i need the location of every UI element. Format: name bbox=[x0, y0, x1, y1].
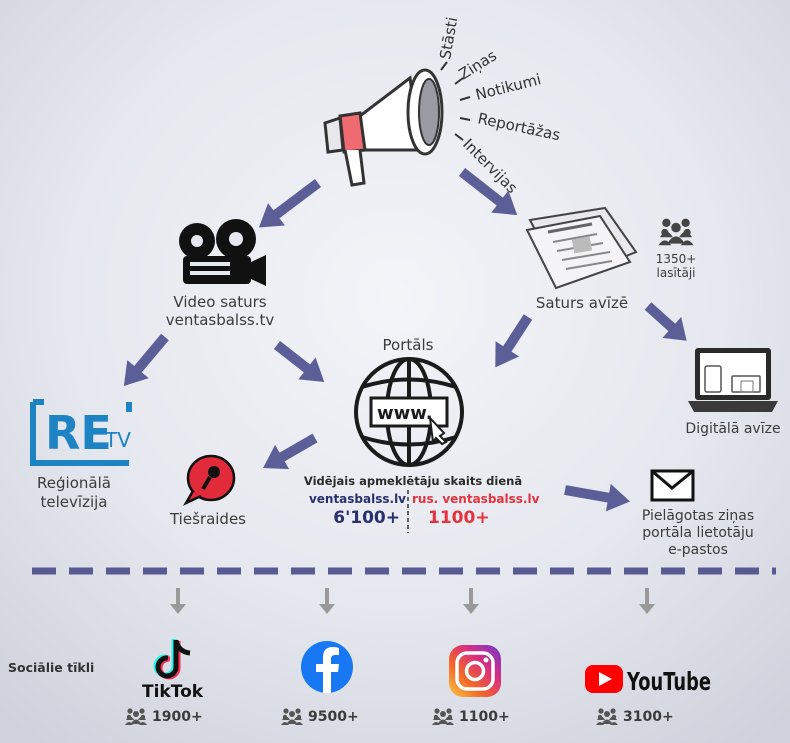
regional-tv-logo-text: RE bbox=[45, 406, 112, 460]
video-label-line1: Video saturs bbox=[173, 293, 267, 311]
readers-count: 1350+ bbox=[655, 252, 697, 266]
email-line1: Pielāgotas ziņas bbox=[641, 508, 755, 524]
instagram-count: 1100+ bbox=[459, 709, 510, 725]
regional-tv-line1: Reģionālā bbox=[37, 474, 111, 492]
arrow-to-video bbox=[258, 179, 322, 228]
arrow-newspaper-to-portal bbox=[495, 314, 533, 368]
arrow-to-newspaper bbox=[458, 168, 518, 216]
live-label: Tiešraides bbox=[169, 510, 246, 528]
portal-title: Portāls bbox=[382, 336, 434, 354]
instagram-icon bbox=[449, 645, 501, 697]
tiktok-wordmark: TikTok bbox=[142, 682, 204, 702]
social-down-arrows bbox=[170, 588, 655, 614]
tiktok-icon bbox=[153, 639, 191, 680]
envelope-icon bbox=[650, 469, 695, 502]
portal-ru-count: 1100+ bbox=[428, 508, 490, 528]
social-networks-label: Sociālie tīkli bbox=[8, 660, 95, 675]
youtube-wordmark: YouTube bbox=[626, 667, 711, 696]
portal-ru-site: rus. ventasbalss.lv bbox=[412, 492, 540, 506]
arrow-newspaper-to-digital bbox=[644, 302, 687, 341]
facebook-icon bbox=[301, 641, 353, 693]
video-content-label: Video saturs ventasbalss.tv bbox=[145, 293, 295, 329]
portal-lv-site: ventasbalss.lv bbox=[308, 492, 406, 506]
email-news-label: Pielāgotas ziņas portāla lietotāju e-pas… bbox=[628, 508, 768, 559]
email-line2: portāla lietotāju bbox=[642, 525, 754, 541]
readers-label: lasītāji bbox=[656, 266, 696, 280]
www-text: www. bbox=[377, 403, 433, 424]
microphone-icon bbox=[182, 454, 236, 506]
arrow-portal-to-email bbox=[564, 483, 630, 512]
youtube-count: 3100+ bbox=[623, 709, 674, 725]
arrow-video-to-portal bbox=[273, 341, 325, 382]
flow-arrows bbox=[123, 168, 687, 512]
arrow-portal-to-live bbox=[263, 433, 318, 470]
regional-tv-logo: RE TV bbox=[30, 399, 132, 466]
portal-lv-count: 6'100+ bbox=[333, 508, 400, 528]
megaphone-icon bbox=[323, 61, 471, 187]
tiktok-count: 1900+ bbox=[152, 709, 203, 725]
video-camera-icon bbox=[179, 219, 266, 286]
regional-tv-logo-sub: TV bbox=[104, 428, 131, 452]
facebook-count: 9500+ bbox=[308, 709, 359, 725]
newspaper-readers: 1350+ lasītāji bbox=[650, 252, 702, 280]
video-label-line2: ventasbalss.tv bbox=[165, 311, 275, 329]
youtube-icon bbox=[585, 665, 623, 693]
portal-stats-title: Vidējais apmeklētāju skaits dienā bbox=[303, 474, 523, 488]
newspaper-label: Saturs avīzē bbox=[535, 294, 629, 312]
regional-tv-line2: televīzija bbox=[40, 493, 108, 511]
regional-tv-label: Reģionālā televīzija bbox=[20, 474, 128, 512]
laptop-icon bbox=[688, 348, 778, 412]
arrow-to-regional-tv bbox=[123, 333, 169, 387]
digital-newspaper-label: Digitālā avīze bbox=[685, 421, 781, 437]
cursor-icon bbox=[428, 415, 448, 446]
email-line3: e-pastos bbox=[668, 542, 728, 558]
newspaper-icon bbox=[525, 206, 638, 290]
